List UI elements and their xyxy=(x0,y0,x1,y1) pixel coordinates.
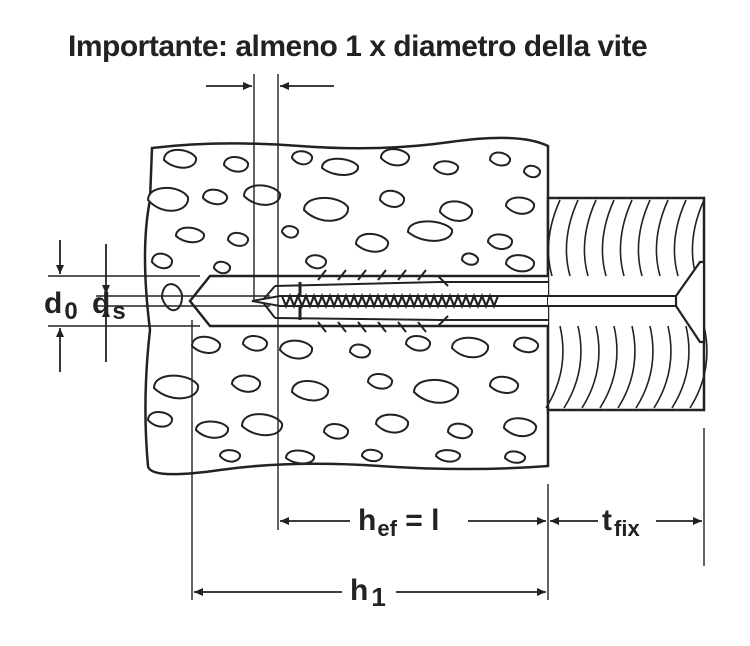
aggregate-stone xyxy=(241,335,268,352)
wood-grain-line xyxy=(599,199,618,409)
aggregate-stone xyxy=(406,220,453,242)
aggregate-stone xyxy=(226,231,249,247)
d0-label: d0 xyxy=(44,287,78,325)
wood-grain-line xyxy=(581,199,600,409)
aggregate-stone xyxy=(162,148,197,169)
aggregate-stone xyxy=(502,417,537,438)
aggregate-stone xyxy=(190,335,221,354)
aggregate-stone xyxy=(432,160,459,176)
aggregate-stone xyxy=(503,450,526,464)
wood-grain-line xyxy=(653,199,672,409)
aggregate-stone xyxy=(284,449,315,465)
aggregate-stone xyxy=(504,196,535,215)
aggregate-stone xyxy=(240,413,283,437)
aggregate-stone xyxy=(434,449,461,463)
aggregate-stone xyxy=(212,260,231,275)
aggregate-stone xyxy=(522,164,541,179)
aggregate-stone xyxy=(290,150,313,166)
aggregate-stone xyxy=(378,189,405,208)
aggregate-stone xyxy=(412,378,460,404)
aggregate-stone xyxy=(374,413,409,434)
aggregate-stone xyxy=(242,184,281,206)
aggregate-stone xyxy=(438,200,474,222)
aggregate-stone xyxy=(146,411,173,428)
aggregate-stone xyxy=(152,374,200,400)
aggregate-stone xyxy=(218,449,241,463)
ds-label: ds xyxy=(92,287,126,325)
aggregate-stone xyxy=(160,283,184,312)
aggregate-stone xyxy=(150,252,173,270)
aggregate-stone xyxy=(354,232,389,253)
aggregate-stone xyxy=(504,254,535,273)
wood-grain-line xyxy=(563,199,582,409)
aggregate-stone xyxy=(460,252,479,266)
aggregate-stone xyxy=(320,157,359,176)
aggregate-stone xyxy=(379,148,410,167)
aggregate-stone xyxy=(230,374,261,393)
aggregate-stone xyxy=(512,336,539,354)
aggregate-stone xyxy=(146,186,190,212)
wood-grain-line xyxy=(635,199,654,409)
aggregate-stone xyxy=(174,226,205,244)
extension-lines xyxy=(48,74,705,600)
wall-plug xyxy=(260,269,548,333)
aggregate-stone xyxy=(302,196,350,222)
aggregate-stone xyxy=(304,254,327,270)
aggregate-stone xyxy=(404,335,431,352)
wood-grain-line xyxy=(545,199,564,409)
aggregate-stone xyxy=(488,375,519,394)
aggregate-stone xyxy=(290,379,329,402)
aggregate-stone xyxy=(222,156,249,173)
aggregate-stone xyxy=(488,151,511,167)
aggregate-stone xyxy=(366,373,393,390)
aggregate-stone xyxy=(280,225,299,239)
tfix-label: tfix xyxy=(602,504,640,541)
wood-grain-line xyxy=(617,199,636,409)
aggregate-stone xyxy=(194,420,229,439)
aggregate-stone xyxy=(322,423,349,440)
aggregate-stone xyxy=(360,448,383,463)
screw xyxy=(251,260,706,344)
dimension-arrows xyxy=(56,82,702,596)
hef-label: hef = l xyxy=(358,504,439,541)
aggregate-stone xyxy=(486,233,513,250)
aggregate-stone xyxy=(348,343,371,359)
aggregate-stones xyxy=(146,148,541,465)
aggregate-stone xyxy=(278,339,313,360)
aggregate-stone xyxy=(446,422,473,440)
aggregate-stone xyxy=(450,336,489,359)
diagram-title: Importante: almeno 1 x diametro della vi… xyxy=(68,30,648,63)
aggregate-stone xyxy=(201,188,228,206)
wood-grain-line xyxy=(671,199,690,409)
